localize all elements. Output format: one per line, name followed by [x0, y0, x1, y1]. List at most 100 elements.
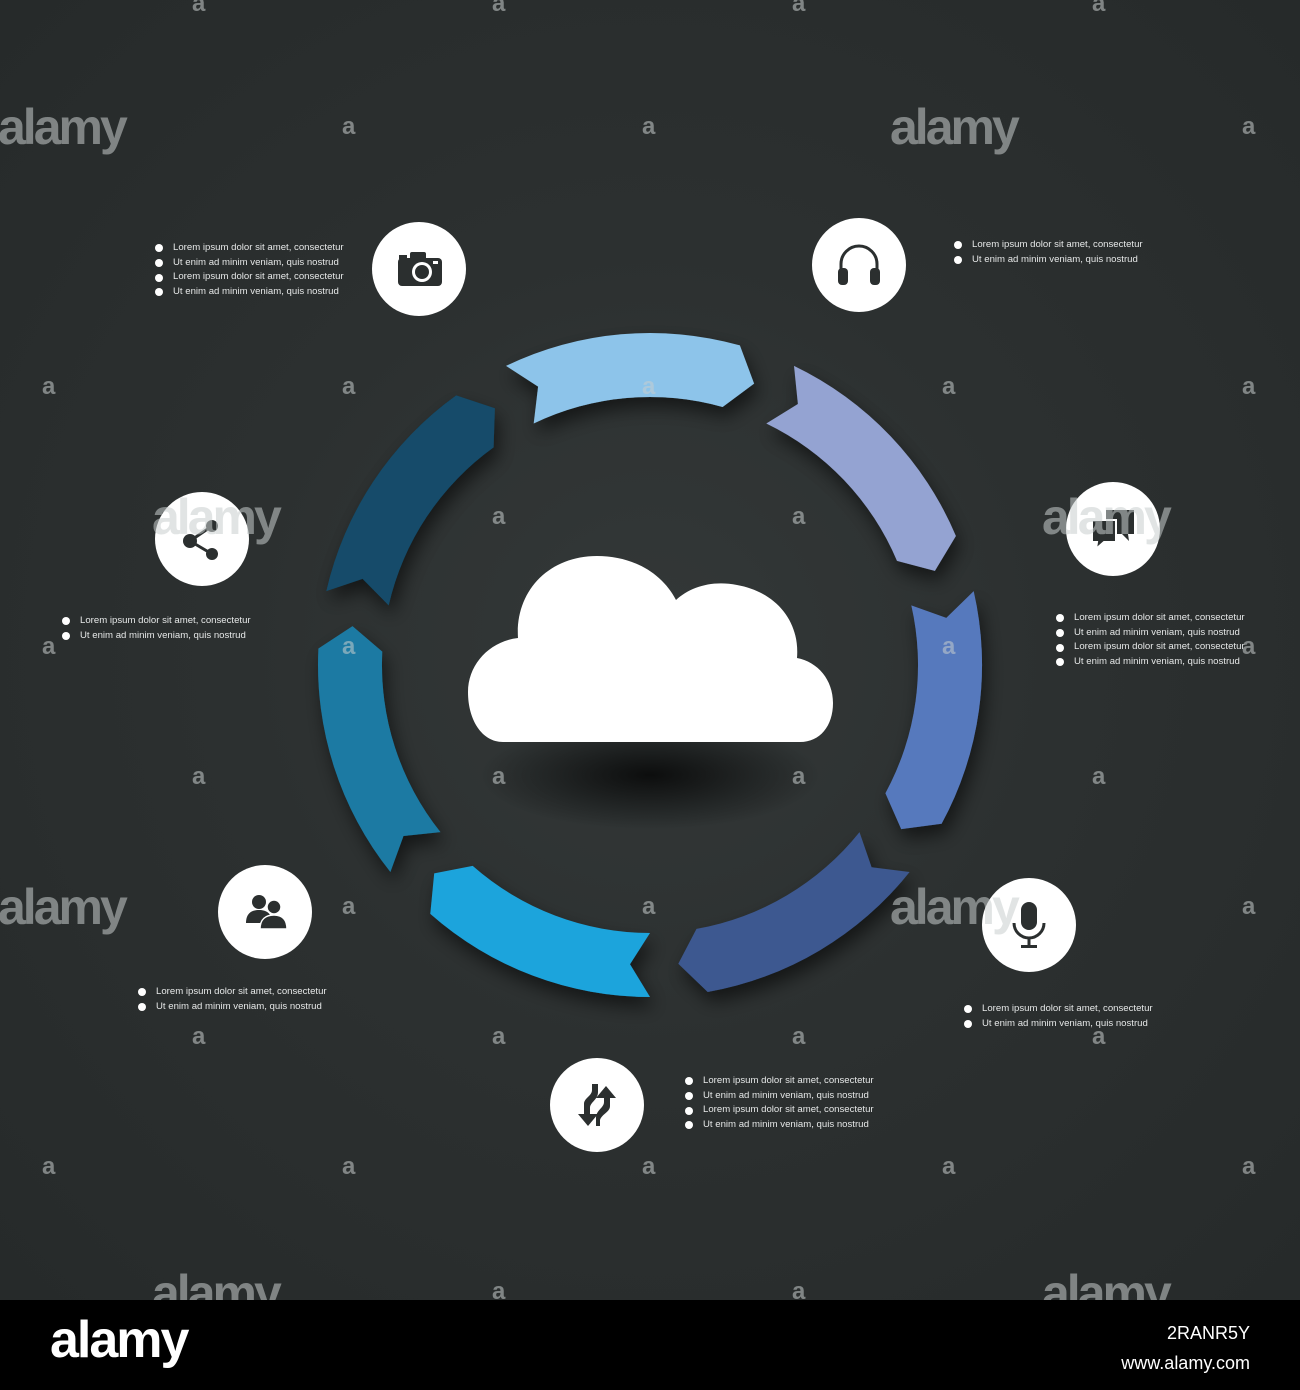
watermark-text: a — [342, 893, 356, 920]
list-item: Lorem ipsum dolor sit amet, consectetur — [138, 985, 327, 1000]
watermark-text: a — [642, 373, 656, 400]
watermark-text: a — [1242, 1153, 1256, 1180]
watermark-text: a — [942, 373, 956, 400]
transfer-circle — [550, 1058, 644, 1152]
watermark-text: a — [342, 633, 356, 660]
users-bullets: Lorem ipsum dolor sit amet, consectetur … — [138, 985, 327, 1014]
up-down-arrows-icon — [578, 1084, 616, 1126]
watermark-text: a — [1242, 113, 1256, 140]
watermark-text: a — [942, 633, 956, 660]
watermark-text: a — [42, 373, 56, 400]
watermark-text: alamy — [152, 489, 282, 545]
watermark-text: a — [492, 1023, 506, 1050]
chat-bullets: Lorem ipsum dolor sit amet, consectetur … — [1056, 611, 1245, 670]
watermark-text: a — [492, 763, 506, 790]
list-item: Ut enim ad minim veniam, quis nostrud — [155, 285, 344, 300]
watermark-text: alamy — [890, 879, 1020, 935]
watermark-text: a — [642, 113, 656, 140]
list-item: Lorem ipsum dolor sit amet, consectetur — [964, 1002, 1153, 1017]
share-bullets: Lorem ipsum dolor sit amet, consectetur … — [62, 614, 251, 643]
headphones-icon — [838, 244, 880, 285]
watermark-text: a — [792, 763, 806, 790]
list-item: Lorem ipsum dolor sit amet, consectetur — [954, 238, 1143, 253]
headphones-circle — [812, 218, 906, 312]
watermark-text: a — [42, 1153, 56, 1180]
watermark-text: a — [192, 0, 206, 17]
share-circle — [155, 492, 249, 586]
infographic-canvas: Lorem ipsum dolor sit amet, consectetur … — [0, 0, 1300, 1300]
watermark-text: alamy — [0, 99, 128, 155]
chat-circle — [1066, 482, 1160, 576]
list-item: Lorem ipsum dolor sit amet, consectetur — [1056, 611, 1245, 626]
watermark-text: a — [492, 503, 506, 530]
chat-bubbles-icon — [1091, 510, 1134, 552]
watermark-text: a — [942, 1153, 956, 1180]
watermark-text: a — [642, 893, 656, 920]
users-circle — [218, 865, 312, 959]
watermark-text: a — [42, 633, 56, 660]
arrow-segment-users — [317, 626, 441, 872]
arrow-segment-transfer — [430, 865, 650, 997]
list-item: Ut enim ad minim veniam, quis nostrud — [685, 1089, 874, 1104]
arrow-segment-chat — [885, 591, 983, 830]
stock-logo: alamy — [50, 1311, 189, 1369]
watermark-text: a — [792, 1023, 806, 1050]
watermark-text: alamy — [152, 1265, 282, 1300]
watermark-text: a — [792, 1278, 806, 1301]
watermark-text: a — [492, 1278, 506, 1301]
microphone-bullets: Lorem ipsum dolor sit amet, consectetur … — [964, 1002, 1153, 1031]
list-item: Lorem ipsum dolor sit amet, consectetur — [155, 241, 344, 256]
arrow-segment-headphones — [766, 365, 956, 571]
camera-bullets: Lorem ipsum dolor sit amet, consectetur … — [155, 241, 344, 300]
cloud-icon — [468, 556, 833, 742]
list-item: Ut enim ad minim veniam, quis nostrud — [138, 1000, 327, 1015]
camera-circle — [372, 222, 466, 316]
image-id: 2RANR5Y — [1166, 1323, 1250, 1343]
camera-icon — [398, 252, 442, 286]
transfer-bullets: Lorem ipsum dolor sit amet, consectetur … — [685, 1074, 874, 1133]
watermark-text: alamy — [1042, 1265, 1172, 1300]
watermark-text: a — [1092, 0, 1106, 17]
list-item: Ut enim ad minim veniam, quis nostrud — [155, 256, 344, 271]
watermark-text: a — [342, 373, 356, 400]
list-item: Ut enim ad minim veniam, quis nostrud — [1056, 626, 1245, 641]
list-item: Ut enim ad minim veniam, quis nostrud — [964, 1017, 1153, 1032]
watermark-text: a — [342, 1153, 356, 1180]
watermark-text: a — [792, 0, 806, 17]
site-url: www.alamy.com — [1121, 1353, 1250, 1373]
headphones-bullets: Lorem ipsum dolor sit amet, consectetur … — [954, 238, 1143, 267]
list-item: Ut enim ad minim veniam, quis nostrud — [954, 253, 1143, 268]
watermark-text: a — [1092, 763, 1106, 790]
share-icon — [183, 520, 218, 560]
watermark-text: alamy — [0, 879, 128, 935]
watermark-text: a — [792, 503, 806, 530]
microphone-icon — [1012, 902, 1046, 948]
cloud-shadow — [480, 720, 820, 830]
watermark-text: a — [1242, 893, 1256, 920]
watermark-text: a — [342, 113, 356, 140]
watermark-text: a — [192, 763, 206, 790]
arrow-segment-camera — [506, 333, 755, 424]
watermark-text: a — [192, 1023, 206, 1050]
list-item: Ut enim ad minim veniam, quis nostrud — [1056, 655, 1245, 670]
watermark-text: a — [642, 1153, 656, 1180]
watermark-text: a — [1242, 633, 1256, 660]
microphone-circle — [982, 878, 1076, 972]
list-item: Ut enim ad minim veniam, quis nostrud — [685, 1118, 874, 1133]
arrow-segment-share — [326, 395, 495, 606]
watermark-text: alamy — [1042, 489, 1172, 545]
watermark-text: a — [492, 0, 506, 17]
watermark-text: a — [1092, 1023, 1106, 1050]
cycle-diagram — [317, 333, 983, 997]
list-item: Lorem ipsum dolor sit amet, consectetur — [62, 614, 251, 629]
arrow-segment-microphone — [678, 832, 910, 992]
list-item: Ut enim ad minim veniam, quis nostrud — [62, 629, 251, 644]
watermark-text: alamy — [890, 99, 1020, 155]
list-item: Lorem ipsum dolor sit amet, consectetur — [1056, 640, 1245, 655]
stock-footer: alamy 2RANR5Y www.alamy.com — [0, 1300, 1300, 1390]
list-item: Lorem ipsum dolor sit amet, consectetur — [685, 1103, 874, 1118]
list-item: Lorem ipsum dolor sit amet, consectetur — [685, 1074, 874, 1089]
users-icon — [246, 895, 288, 930]
watermark-text: a — [1242, 373, 1256, 400]
list-item: Lorem ipsum dolor sit amet, consectetur — [155, 270, 344, 285]
